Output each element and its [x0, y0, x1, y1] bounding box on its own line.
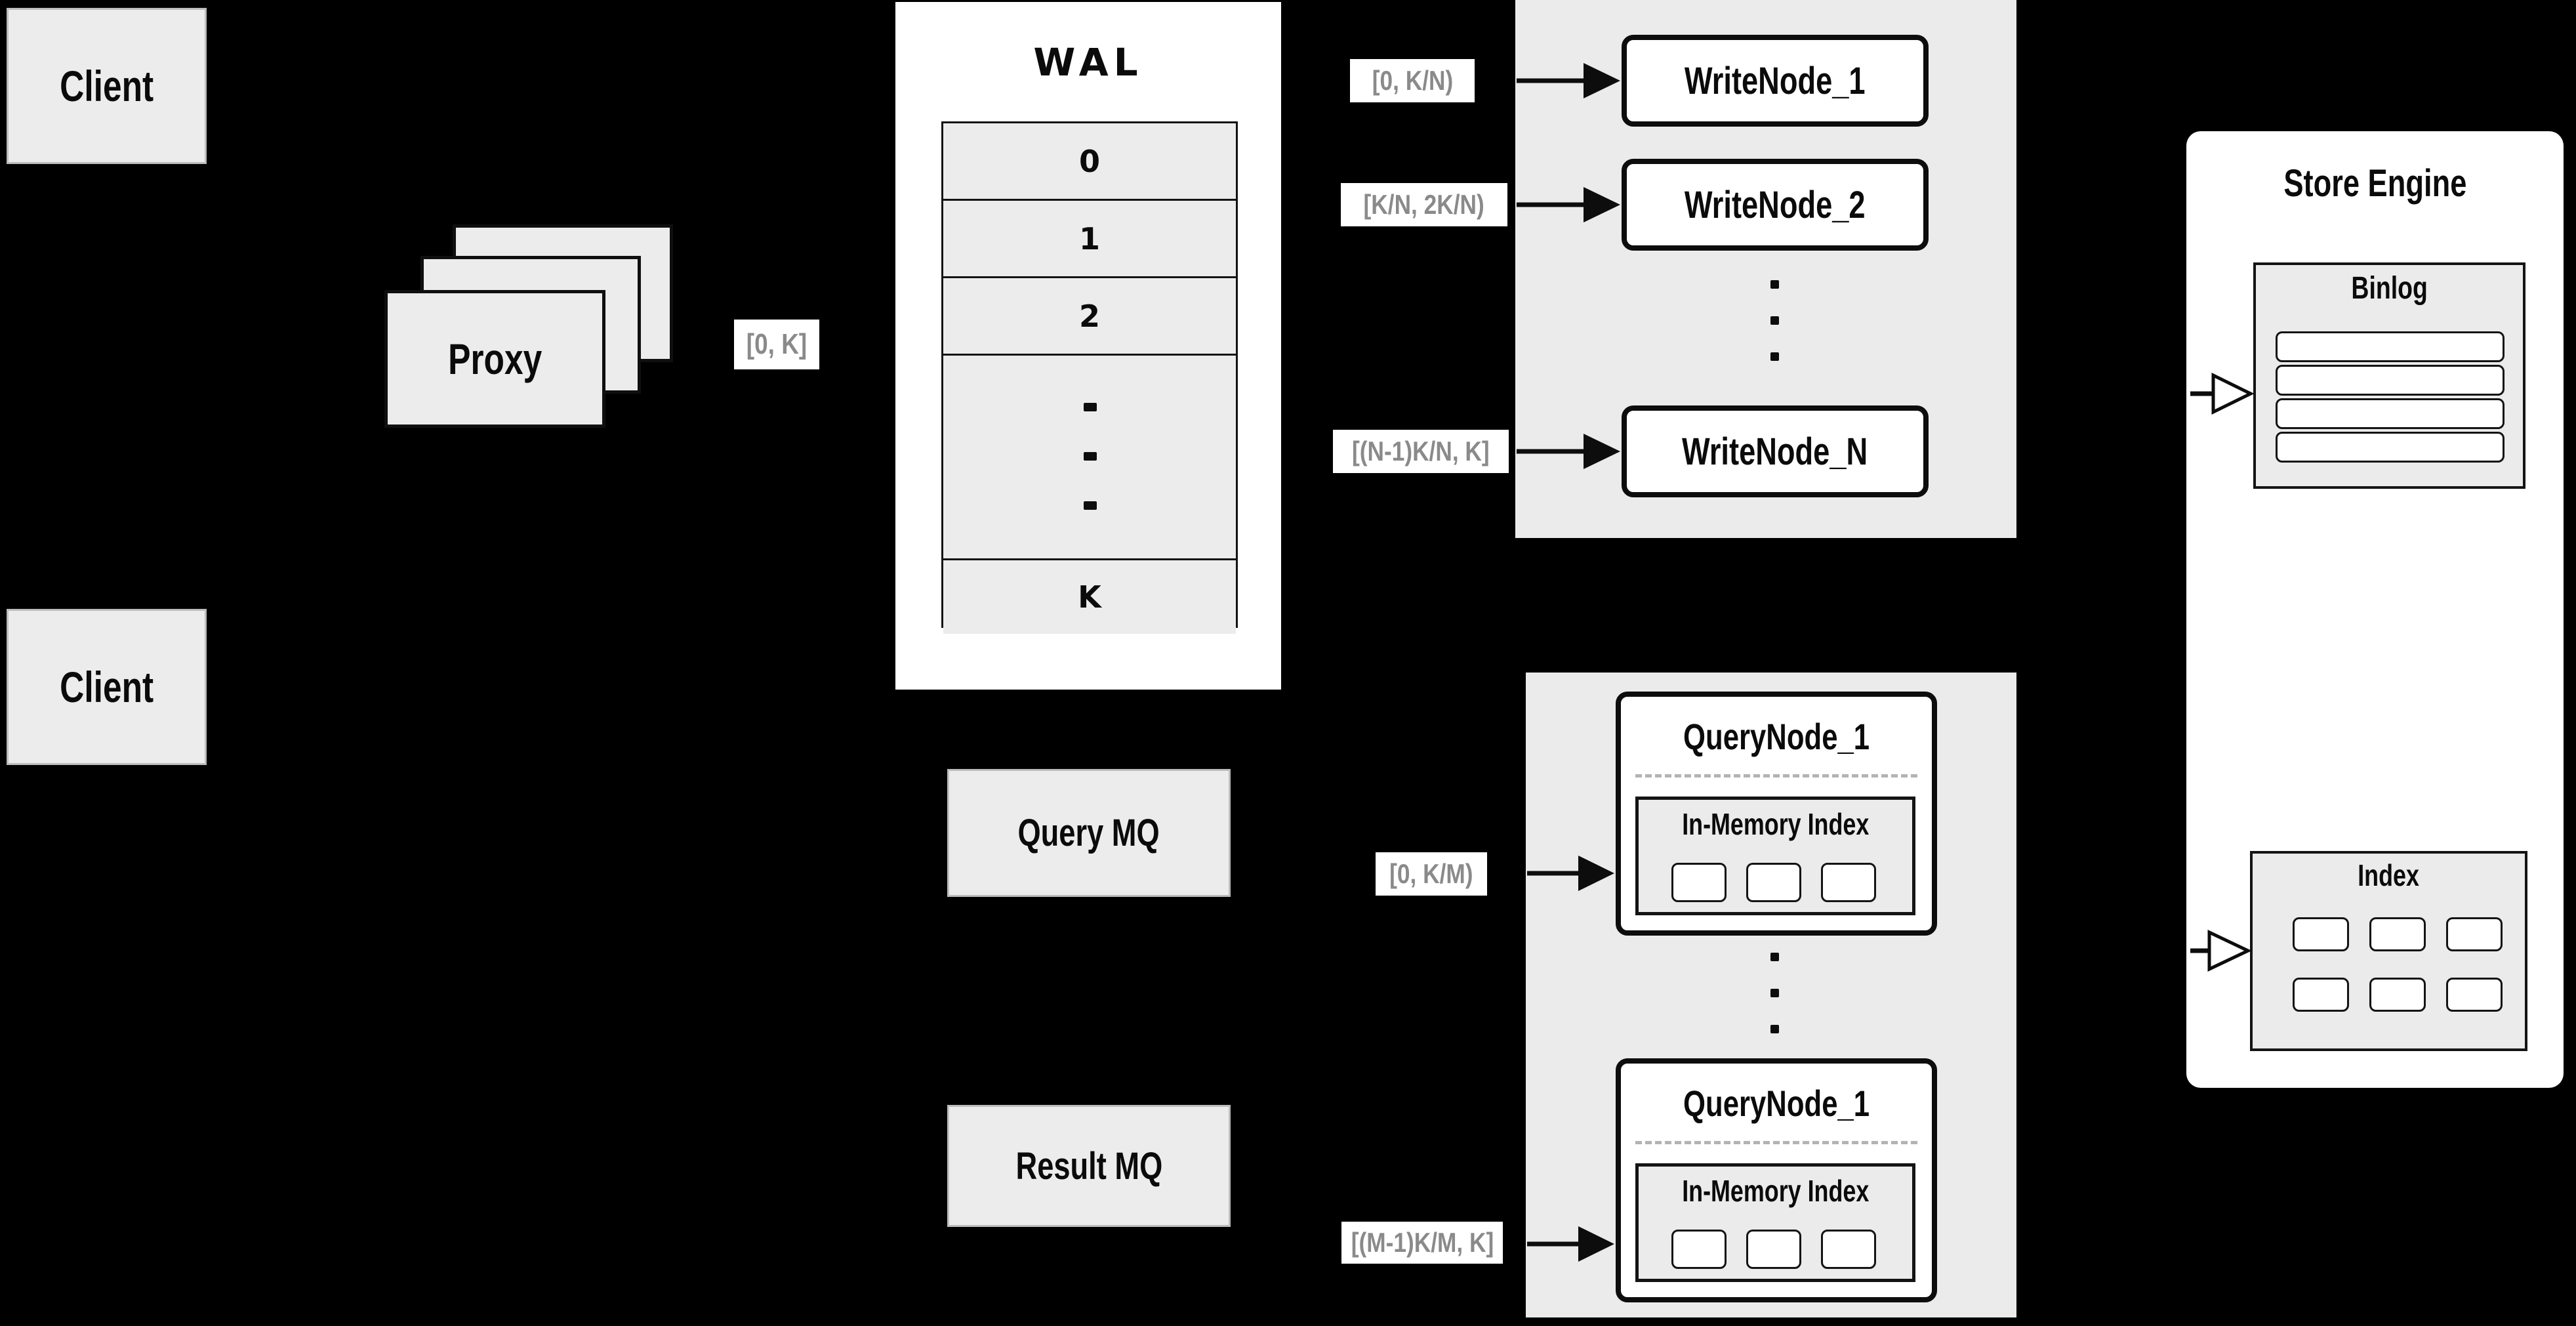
client-top-label: Client	[59, 62, 154, 110]
arrow-to-querynode-m	[1527, 1226, 1614, 1262]
write-node-n-label: WriteNode_N	[1682, 430, 1868, 473]
arrow-to-writenode-n	[1517, 434, 1620, 469]
range-chip-write-1-text: [0, K/N)	[1372, 65, 1453, 96]
wal-table: 0 1 2 K	[941, 121, 1238, 634]
wal-row-k: K	[943, 560, 1236, 634]
write-node-1-label: WriteNode_1	[1685, 59, 1866, 102]
wal-row-k-label: K	[1078, 579, 1101, 615]
binlog-title: Binlog	[2351, 271, 2428, 306]
wal-row-2: 2	[943, 278, 1236, 356]
arrow-to-writenode-2	[1517, 187, 1620, 222]
wal-row-0: 0	[943, 123, 1236, 201]
query-node-1-box: QueryNode_1 In-Memory Index	[1616, 692, 1937, 936]
wal-row-2-label: 2	[1078, 298, 1100, 334]
index-square	[2446, 917, 2503, 951]
write-node-n-box: WriteNode_N	[1622, 405, 1929, 497]
range-chip-write-1: [0, K/N)	[1350, 59, 1475, 102]
binlog-row	[2276, 331, 2504, 362]
write-node-2-label: WriteNode_2	[1685, 183, 1866, 226]
in-memory-index-m-label: In-Memory Index	[1681, 1174, 1870, 1208]
range-chip-query-1-text: [0, K/M)	[1389, 858, 1473, 889]
index-title: Index	[2358, 858, 2420, 892]
store-engine-box: Store Engine Binlog Index	[2186, 131, 2564, 1088]
ellipsis-dot	[1770, 989, 1779, 997]
result-mq-box: Result MQ	[947, 1105, 1231, 1227]
wal-row-1: 1	[943, 201, 1236, 278]
wal-box: WAL 0 1 2 K	[895, 2, 1281, 690]
arrow-to-writenode-1	[1517, 63, 1620, 98]
range-chip-proxy-out: [0, K]	[734, 320, 819, 369]
range-chip-write-2-text: [K/N, 2K/N)	[1363, 189, 1485, 220]
ellipsis-dot	[1084, 403, 1097, 411]
binlog-row	[2276, 398, 2504, 429]
segment-square	[1671, 863, 1727, 902]
segment-square	[1746, 1230, 1801, 1269]
arrow-to-querynode-1	[1527, 856, 1614, 891]
range-chip-write-n: [(N-1)K/N, K]	[1333, 430, 1509, 473]
arrow-to-index	[2190, 930, 2252, 972]
query-node-1-title: QueryNode_1	[1683, 716, 1870, 757]
dashed-divider	[1635, 774, 1917, 777]
client-bottom-label: Client	[59, 663, 154, 711]
segment-square	[1746, 863, 1801, 902]
query-mq-box: Query MQ	[947, 769, 1231, 897]
wal-row-0-label: 0	[1078, 143, 1100, 179]
wal-row-ellipsis	[943, 356, 1236, 560]
range-chip-query-m-text: [(M-1)K/M, K]	[1351, 1227, 1494, 1258]
client-bottom-box: Client	[7, 609, 207, 765]
proxy-label: Proxy	[447, 335, 542, 383]
range-chip-write-2: [K/N, 2K/N)	[1341, 183, 1507, 226]
arrow-to-binlog	[2190, 372, 2255, 415]
wal-row-1-label: 1	[1078, 220, 1100, 257]
index-square	[2293, 917, 2349, 951]
ellipsis-dot	[1770, 352, 1779, 361]
store-engine-title: Store Engine	[2283, 162, 2467, 205]
index-box: Index	[2250, 851, 2527, 1051]
dashed-divider	[1635, 1141, 1917, 1144]
query-node-m-title: QueryNode_1	[1683, 1083, 1870, 1124]
range-chip-query-1: [0, K/M)	[1376, 852, 1487, 896]
range-chip-query-m: [(M-1)K/M, K]	[1341, 1222, 1503, 1264]
segment-square	[1671, 1230, 1727, 1269]
ellipsis-dot	[1084, 501, 1097, 510]
range-chip-proxy-out-text: [0, K]	[746, 328, 808, 360]
binlog-row	[2276, 432, 2504, 463]
client-top-box: Client	[7, 8, 207, 164]
range-chip-write-n-text: [(N-1)K/N, K]	[1352, 436, 1490, 466]
ellipsis-dot	[1084, 452, 1097, 461]
segment-square	[1821, 863, 1876, 902]
index-square	[2446, 978, 2503, 1012]
write-node-1-box: WriteNode_1	[1622, 35, 1929, 127]
wal-title: WAL	[1033, 40, 1143, 85]
ellipsis-dot	[1770, 1025, 1779, 1033]
write-node-2-box: WriteNode_2	[1622, 159, 1929, 251]
result-mq-label: Result MQ	[1015, 1144, 1162, 1188]
index-square	[2369, 978, 2426, 1012]
in-memory-index-1-label: In-Memory Index	[1681, 807, 1870, 841]
segment-square	[1821, 1230, 1876, 1269]
ellipsis-dot	[1770, 280, 1779, 289]
index-square	[2369, 917, 2426, 951]
in-memory-index-m-box: In-Memory Index	[1635, 1163, 1915, 1282]
ellipsis-dot	[1770, 953, 1779, 961]
binlog-row	[2276, 365, 2504, 396]
proxy-card-front: Proxy	[384, 290, 605, 428]
query-mq-label: Query MQ	[1017, 812, 1160, 854]
index-square	[2293, 978, 2349, 1012]
in-memory-index-1-box: In-Memory Index	[1635, 797, 1915, 915]
query-node-m-box: QueryNode_1 In-Memory Index	[1616, 1058, 1937, 1302]
ellipsis-dot	[1770, 316, 1779, 325]
binlog-box: Binlog	[2253, 262, 2525, 489]
